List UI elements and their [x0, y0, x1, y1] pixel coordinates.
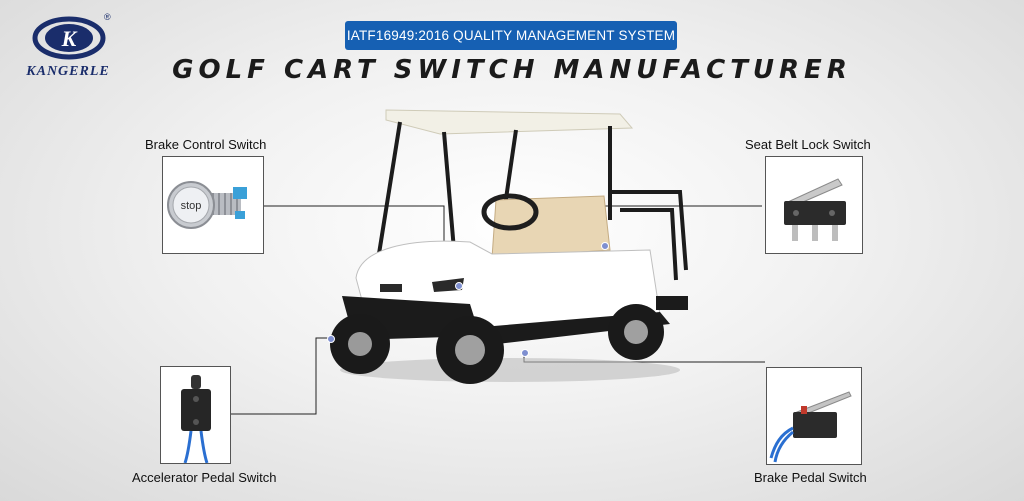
seat-belt-lock-switch-image [765, 156, 863, 254]
brake-pedal-switch-image [766, 367, 862, 465]
brake-control-switch-label: Brake Control Switch [145, 137, 267, 152]
brake-pedal-marker [521, 349, 529, 357]
lever-micro-switch-icon [769, 391, 852, 463]
seat-belt-lock-switch-label: Seat Belt Lock Switch [745, 137, 871, 152]
push-button-switch-icon: stop [167, 181, 247, 229]
certification-badge: IATF16949:2016 QUALITY MANAGEMENT SYSTEM [345, 21, 677, 50]
accelerator-marker [327, 335, 335, 343]
kangerle-logo-icon: K [32, 16, 106, 60]
svg-text:K: K [61, 26, 78, 51]
stop-text: stop [181, 200, 202, 212]
seat-belt-marker [601, 242, 609, 250]
brand-name: KANGERLE [26, 64, 110, 79]
golf-cart-image [330, 109, 688, 384]
brake-control-switch-image: stop [162, 156, 264, 254]
registered-mark: ® [104, 12, 111, 22]
accelerator-pedal-switch-image [160, 366, 231, 464]
brand-logo: K ® KANGERLE [18, 12, 118, 84]
front-left-wheel-icon [330, 314, 390, 374]
rear-wheel-icon [608, 304, 664, 360]
front-right-wheel-icon [436, 316, 504, 384]
accelerator-connector [230, 337, 330, 415]
page-title: GOLF CART SWITCH MANUFACTURER [172, 55, 852, 85]
micro-switch-icon [784, 178, 846, 241]
accelerator-pedal-switch-label: Accelerator Pedal Switch [132, 470, 277, 485]
brake-pedal-switch-label: Brake Pedal Switch [754, 470, 867, 485]
brake-control-marker [455, 282, 463, 290]
sealed-micro-switch-icon [181, 375, 211, 464]
